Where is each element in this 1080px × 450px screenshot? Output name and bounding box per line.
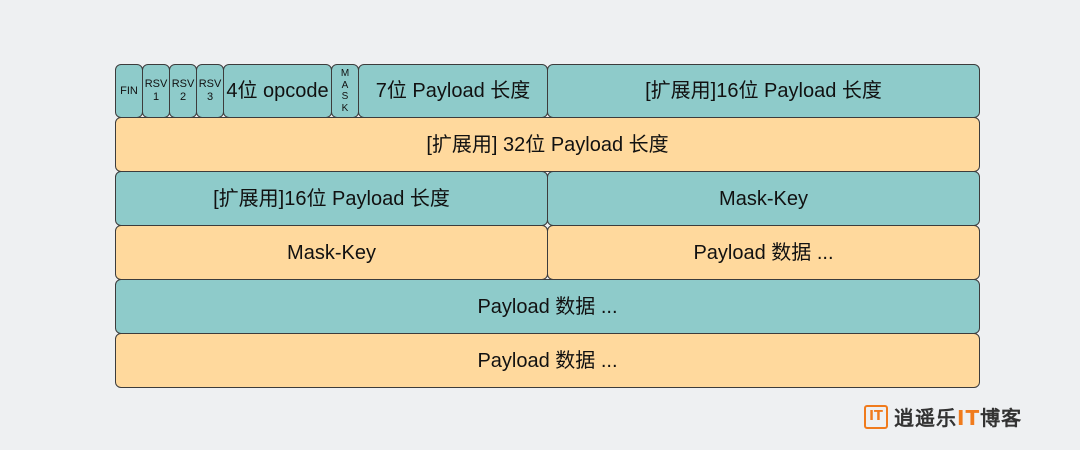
rsv2-label: RSV 2 xyxy=(171,77,195,103)
opcode-label: 4位 opcode xyxy=(226,80,329,102)
rsv1-label: RSV 1 xyxy=(144,77,168,103)
payload-data-label-3: Payload 数据 ... xyxy=(477,349,618,372)
rsv1-bit-cell: RSV 1 xyxy=(142,64,170,118)
blog-name-part1: 逍遥乐 xyxy=(894,406,957,430)
mask-key-label-2: Mask-Key xyxy=(287,241,376,264)
extended-payload-length-16bit-cell-2: [扩展用]16位 Payload 长度 xyxy=(115,171,548,226)
blog-logo-icon: IT xyxy=(864,404,888,429)
mask-key-cell-2: Mask-Key xyxy=(115,225,548,280)
rsv3-label: RSV 3 xyxy=(198,77,222,103)
extended-payload-length-32bit-label: [扩展用] 32位 Payload 长度 xyxy=(426,133,669,156)
mask-key-label: Mask-Key xyxy=(719,187,808,210)
mask-bit-cell: M A S K xyxy=(331,64,359,118)
blog-name-it: IT xyxy=(957,406,981,430)
payload-data-cell-3: Payload 数据 ... xyxy=(115,333,980,388)
payload-data-label-1: Payload 数据 ... xyxy=(693,241,834,264)
fin-bit-cell: FIN xyxy=(115,64,143,118)
fin-label: FIN xyxy=(120,84,138,97)
payload-data-cell-2: Payload 数据 ... xyxy=(115,279,980,334)
rsv2-bit-cell: RSV 2 xyxy=(169,64,197,118)
mask-key-cell: Mask-Key xyxy=(547,171,980,226)
blog-logo-text: IT xyxy=(869,409,883,424)
payload-length-7bit-label: 7位 Payload 长度 xyxy=(375,80,531,102)
blog-name: 逍遥乐IT博客 xyxy=(894,402,1022,431)
extended-payload-length-16bit-label-2: [扩展用]16位 Payload 长度 xyxy=(213,187,450,210)
blog-name-part2: 博客 xyxy=(980,406,1023,430)
blog-watermark: IT 逍遥乐IT博客 xyxy=(864,402,1022,431)
payload-length-7bit-cell: 7位 Payload 长度 xyxy=(358,64,548,118)
extended-payload-length-16bit-label: [扩展用]16位 Payload 长度 xyxy=(645,80,882,102)
mask-label: M A S K xyxy=(340,68,350,114)
rsv3-bit-cell: RSV 3 xyxy=(196,64,224,118)
extended-payload-length-32bit-cell: [扩展用] 32位 Payload 长度 xyxy=(115,117,980,172)
payload-data-cell-1: Payload 数据 ... xyxy=(547,225,980,280)
opcode-cell: 4位 opcode xyxy=(223,64,332,118)
extended-payload-length-16bit-cell: [扩展用]16位 Payload 长度 xyxy=(547,64,980,118)
payload-data-label-2: Payload 数据 ... xyxy=(477,295,618,318)
